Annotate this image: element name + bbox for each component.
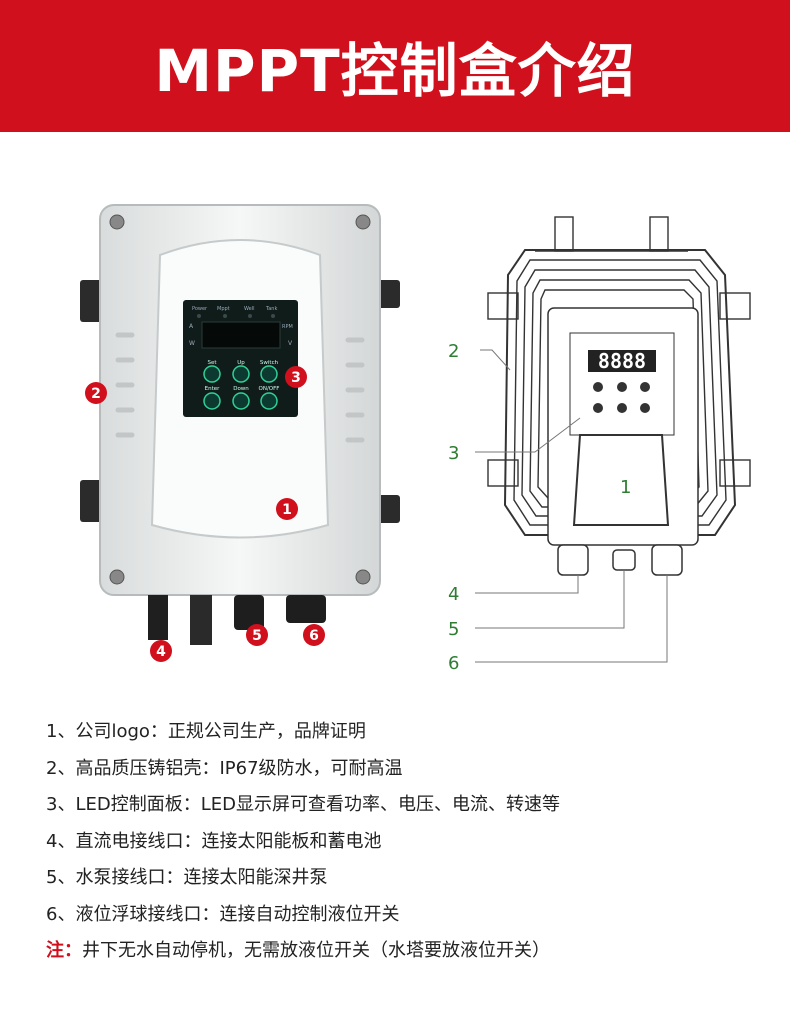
diagram-labels: 1 2 3 4 5 6 <box>448 341 631 674</box>
diagram-gland-pump <box>612 549 636 571</box>
button-label-onoff: ON/OFF <box>259 386 280 392</box>
left-label: W <box>189 340 195 347</box>
right-label: V <box>288 340 293 347</box>
diagram-label-6: 6 <box>448 653 459 674</box>
panel-button-circles <box>203 365 278 410</box>
list-item: 1、公司logo：正规公司生产，品牌证明 <box>46 721 366 742</box>
diagram-bracket <box>719 292 751 320</box>
button-label-switch: Switch <box>260 360 279 366</box>
marker-2: 2 <box>91 386 101 402</box>
indicator-label: Mppt <box>217 306 230 312</box>
list-item: 6、液位浮球接线口：连接自动控制液位开关 <box>46 903 400 925</box>
diagram-label-1: 1 <box>620 477 631 498</box>
feature-list: 1、公司logo：正规公司生产，品牌证明 2、高品质压铸铝壳：IP67级防水，可… <box>46 714 766 970</box>
switch-button[interactable] <box>260 365 278 383</box>
marker-5: 5 <box>252 628 262 644</box>
diagram-gland-float <box>651 544 683 576</box>
diagram-led-display <box>588 350 656 372</box>
diagram-label-5: 5 <box>448 619 459 640</box>
diagram-label-4: 4 <box>448 584 459 605</box>
list-item: 2、高品质压铸铝壳：IP67级防水，可耐高温 <box>46 757 403 779</box>
product-photo: Power Mppt Well Tank A W RPM V Set Up Sw… <box>80 204 400 662</box>
list-item: 4、直流电接线口：连接太阳能板和蓄电池 <box>46 830 382 852</box>
down-button[interactable] <box>232 392 250 410</box>
screw <box>109 569 125 585</box>
diagram-display-digits: 8888 <box>598 349 646 373</box>
button-label-up: Up <box>237 360 245 366</box>
button-label-set: Set <box>207 360 217 366</box>
left-label: A <box>189 323 194 330</box>
diagram-bracket <box>649 216 669 252</box>
power-button[interactable] <box>260 392 278 410</box>
diagram-label-2: 2 <box>448 341 459 362</box>
screw <box>109 214 125 230</box>
note-prefix: 注： <box>46 940 82 961</box>
diagram-buttons <box>593 382 650 413</box>
indicator-leds: Power Mppt Well Tank <box>192 306 277 318</box>
diagram-bracket <box>487 292 519 320</box>
indicator-label: Power <box>192 306 208 312</box>
title-banner: MPPT控制盒介绍 <box>0 0 790 132</box>
dc-connector <box>190 595 212 645</box>
diagram-label-3: 3 <box>448 443 459 464</box>
panel-buttons: Set Up Switch Enter Down ON/OFF <box>205 360 280 392</box>
screw <box>355 569 371 585</box>
indicator-label: Well <box>244 306 255 312</box>
marker-3: 3 <box>291 370 301 386</box>
list-item: 3、LED控制面板：LED显示屏可查看功率、电压、电流、转速等 <box>46 794 560 815</box>
float-cable-gland <box>286 595 326 623</box>
led-display <box>201 321 281 349</box>
marker-6: 6 <box>309 628 319 644</box>
pump-cable-gland <box>234 595 264 630</box>
marker-1: 1 <box>282 502 292 518</box>
note-text: 井下无水自动停机，无需放液位开关（水塔要放液位开关） <box>82 940 550 961</box>
page-title: MPPT控制盒介绍 <box>154 37 636 105</box>
button-label-down: Down <box>233 386 249 392</box>
diagram-body <box>503 249 737 536</box>
diagram-lower-recess <box>572 434 670 526</box>
diagram-bracket <box>487 459 519 487</box>
diagram-bracket <box>554 216 574 252</box>
dc-cable <box>148 595 168 640</box>
line-diagram: 8888 1 2 3 4 5 6 <box>448 216 751 674</box>
marker-4: 4 <box>156 644 166 660</box>
list-item: 5、水泵接线口：连接太阳能深井泵 <box>46 867 328 888</box>
up-button[interactable] <box>232 365 250 383</box>
screw <box>355 214 371 230</box>
enclosure-ribs <box>115 332 365 443</box>
photo-markers: 1 2 3 4 5 6 <box>85 366 325 662</box>
set-button[interactable] <box>203 365 221 383</box>
enter-button[interactable] <box>203 392 221 410</box>
button-label-enter: Enter <box>205 386 221 392</box>
right-label: RPM <box>282 324 293 330</box>
indicator-label: Tank <box>265 306 277 312</box>
diagram-gland-dc <box>557 544 589 576</box>
note-line: 注：井下无水自动停机，无需放液位开关（水塔要放液位开关） <box>46 933 766 970</box>
